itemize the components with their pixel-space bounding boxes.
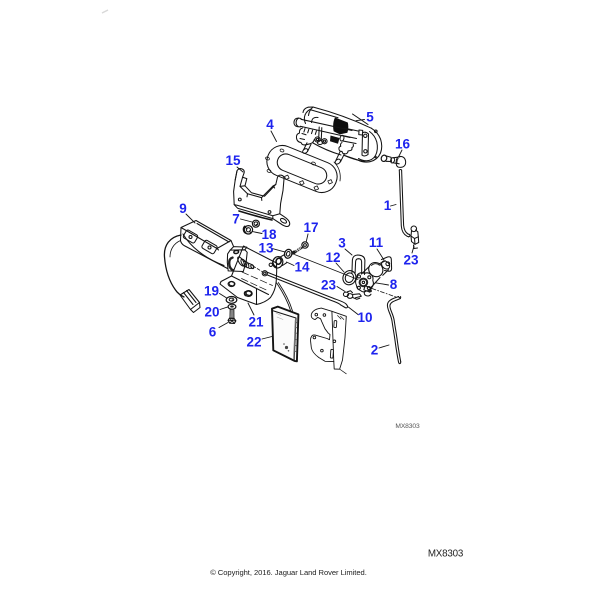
- svg-text:© Copyright, 2016. Jaguar Land: © Copyright, 2016. Jaguar Land Rover Lim…: [210, 568, 367, 577]
- svg-text:18: 18: [261, 227, 277, 242]
- svg-text:11: 11: [369, 235, 384, 250]
- svg-text:13: 13: [258, 241, 274, 256]
- svg-text:6: 6: [209, 325, 217, 340]
- svg-text:5: 5: [366, 110, 374, 125]
- svg-text:7: 7: [232, 212, 240, 227]
- svg-text:4: 4: [266, 117, 274, 132]
- svg-text:MX8303: MX8303: [428, 548, 464, 559]
- svg-text:20: 20: [204, 305, 219, 320]
- svg-text:3: 3: [338, 236, 346, 251]
- svg-text:15: 15: [225, 153, 241, 168]
- svg-text:22: 22: [246, 335, 261, 350]
- svg-text:21: 21: [248, 315, 264, 330]
- svg-text:8: 8: [390, 277, 398, 292]
- svg-text:17: 17: [303, 220, 318, 235]
- svg-text:23: 23: [403, 253, 419, 268]
- svg-text:10: 10: [357, 310, 372, 325]
- svg-text:19: 19: [204, 284, 219, 299]
- svg-text:2: 2: [371, 343, 379, 358]
- svg-text:16: 16: [395, 137, 411, 152]
- svg-text:23: 23: [321, 278, 337, 293]
- svg-text:1: 1: [384, 198, 392, 213]
- svg-text:MX8303: MX8303: [395, 423, 420, 430]
- svg-text:14: 14: [294, 260, 310, 275]
- svg-text:12: 12: [325, 250, 340, 265]
- svg-text:9: 9: [179, 201, 187, 216]
